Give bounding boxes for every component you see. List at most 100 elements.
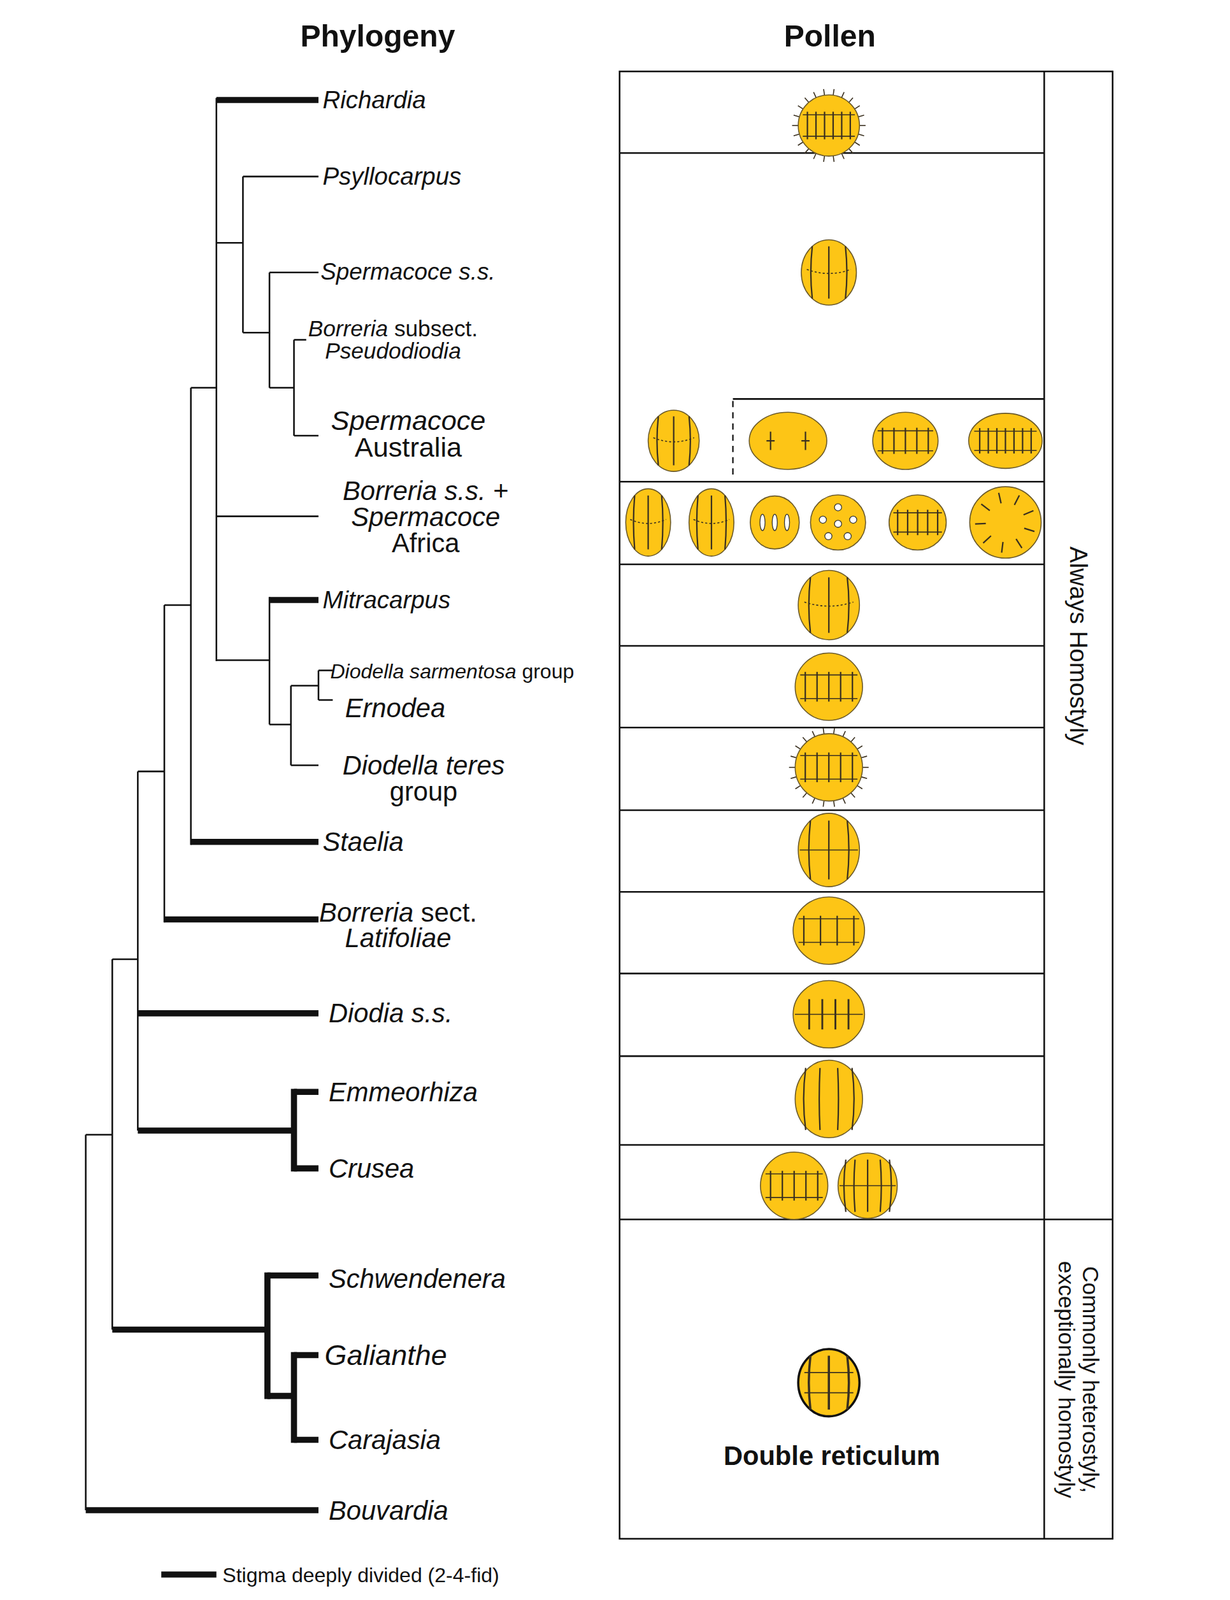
colpus bbox=[840, 752, 842, 783]
colpus bbox=[847, 577, 850, 633]
taxon-label: Carajasia bbox=[328, 1426, 441, 1454]
tree-branch bbox=[264, 1272, 271, 1400]
pollen-spine bbox=[804, 97, 809, 102]
column-heading: Pollen bbox=[784, 20, 876, 51]
colpus bbox=[823, 111, 825, 139]
tree-branch bbox=[112, 958, 138, 961]
colpus bbox=[808, 577, 811, 633]
pollen-grain bbox=[798, 1349, 860, 1417]
equator bbox=[653, 437, 695, 442]
taxon-label: Staelia bbox=[322, 828, 404, 856]
tree-branch bbox=[137, 1010, 319, 1017]
pollen-spine bbox=[792, 124, 799, 127]
tree-branch bbox=[269, 271, 319, 274]
taxon-label: Borreria s.s. + Spermacoce Africa bbox=[331, 478, 520, 557]
pollen-grain bbox=[760, 1152, 829, 1220]
colpus bbox=[828, 577, 830, 633]
colpus bbox=[998, 493, 1002, 504]
tree-branch bbox=[317, 670, 320, 701]
colpus bbox=[793, 1170, 795, 1201]
table-row-rule bbox=[619, 645, 1045, 648]
colpus bbox=[896, 509, 899, 536]
tree-branch bbox=[191, 386, 217, 389]
pore bbox=[834, 503, 842, 511]
colpus bbox=[847, 1355, 850, 1410]
pollen-grain bbox=[793, 980, 865, 1049]
word: Spermacoce bbox=[331, 405, 487, 436]
equator bbox=[794, 1014, 864, 1016]
colpus bbox=[1001, 542, 1003, 553]
table-row-rule bbox=[619, 809, 1045, 812]
pollen-grain bbox=[689, 488, 735, 557]
tree-branch bbox=[291, 684, 319, 687]
tree-branch bbox=[215, 98, 218, 662]
tree-branch bbox=[164, 604, 192, 607]
pollen-spine bbox=[823, 156, 825, 163]
colpus bbox=[759, 514, 766, 531]
taxon-label: Diodella sarmentosa group bbox=[329, 661, 576, 682]
pollen-spine bbox=[833, 89, 834, 96]
tree-branch bbox=[85, 1507, 319, 1514]
band-edge bbox=[802, 135, 855, 137]
pollen-grain bbox=[648, 410, 700, 472]
colpus bbox=[926, 509, 929, 536]
pollen-spine bbox=[849, 148, 853, 153]
word: Pseudodiodia bbox=[324, 338, 462, 364]
colpus bbox=[915, 428, 918, 455]
taxon-label: Crusea bbox=[328, 1155, 415, 1183]
colpus bbox=[979, 428, 981, 454]
taxon-label: Diodia s.s. bbox=[328, 1000, 453, 1027]
pollen-spine bbox=[795, 745, 801, 750]
colpus bbox=[1030, 428, 1032, 454]
colpus bbox=[808, 1355, 811, 1410]
category-band: Commonly heterostyly, exceptionally homo… bbox=[1044, 1219, 1113, 1540]
pollen-grain bbox=[969, 486, 1041, 558]
table-row-rule bbox=[619, 1218, 1045, 1221]
band-edge bbox=[802, 114, 855, 116]
tree-branch bbox=[189, 387, 192, 846]
tree-branch bbox=[242, 176, 244, 333]
pollen-spine bbox=[857, 785, 863, 789]
table-row-rule bbox=[733, 398, 1045, 401]
tree-branch bbox=[164, 916, 319, 923]
tree-branch bbox=[163, 605, 166, 923]
colpus bbox=[689, 416, 691, 466]
colpus bbox=[836, 915, 838, 946]
tree-branch bbox=[293, 339, 295, 436]
pollen-grain bbox=[801, 239, 857, 306]
colpus bbox=[1021, 428, 1023, 454]
legend-text: Stigma deeply divided (2-4-fid) bbox=[222, 1565, 499, 1586]
word: subsect. bbox=[394, 315, 478, 341]
equator bbox=[807, 269, 851, 274]
equator bbox=[800, 849, 859, 851]
colpus bbox=[893, 428, 895, 455]
colpus bbox=[770, 1170, 772, 1201]
pollen-spine bbox=[822, 728, 824, 735]
pollen-spine bbox=[859, 124, 866, 127]
colpus bbox=[828, 672, 830, 702]
equator bbox=[804, 601, 854, 606]
row-caption: Double reticulum bbox=[626, 1441, 1039, 1471]
tree-branch bbox=[268, 596, 271, 725]
pore bbox=[824, 532, 832, 540]
colpus bbox=[819, 915, 822, 946]
pollen-spine bbox=[793, 134, 800, 137]
pollen-grain bbox=[794, 733, 863, 802]
tree-branch bbox=[242, 175, 319, 178]
tree-branch bbox=[242, 331, 270, 334]
pollen-spine bbox=[849, 97, 853, 102]
tree-branch bbox=[268, 272, 271, 388]
pollen-spine bbox=[842, 798, 846, 804]
table-row-rule bbox=[619, 972, 1045, 975]
taxon-label: Schwendenera bbox=[328, 1265, 506, 1293]
tree-branch bbox=[267, 1272, 319, 1280]
taxon-label: Borreria subsect. Pseudodiodia bbox=[301, 317, 485, 362]
legend-sample bbox=[161, 1571, 217, 1578]
tree-branch bbox=[318, 699, 333, 702]
colpus bbox=[996, 428, 998, 454]
taxon-label: Spermacoce s.s. bbox=[320, 260, 495, 285]
tree-branch bbox=[269, 386, 294, 389]
pore bbox=[819, 515, 827, 523]
tree-branch bbox=[291, 1088, 298, 1172]
pollen-spine bbox=[854, 105, 860, 109]
